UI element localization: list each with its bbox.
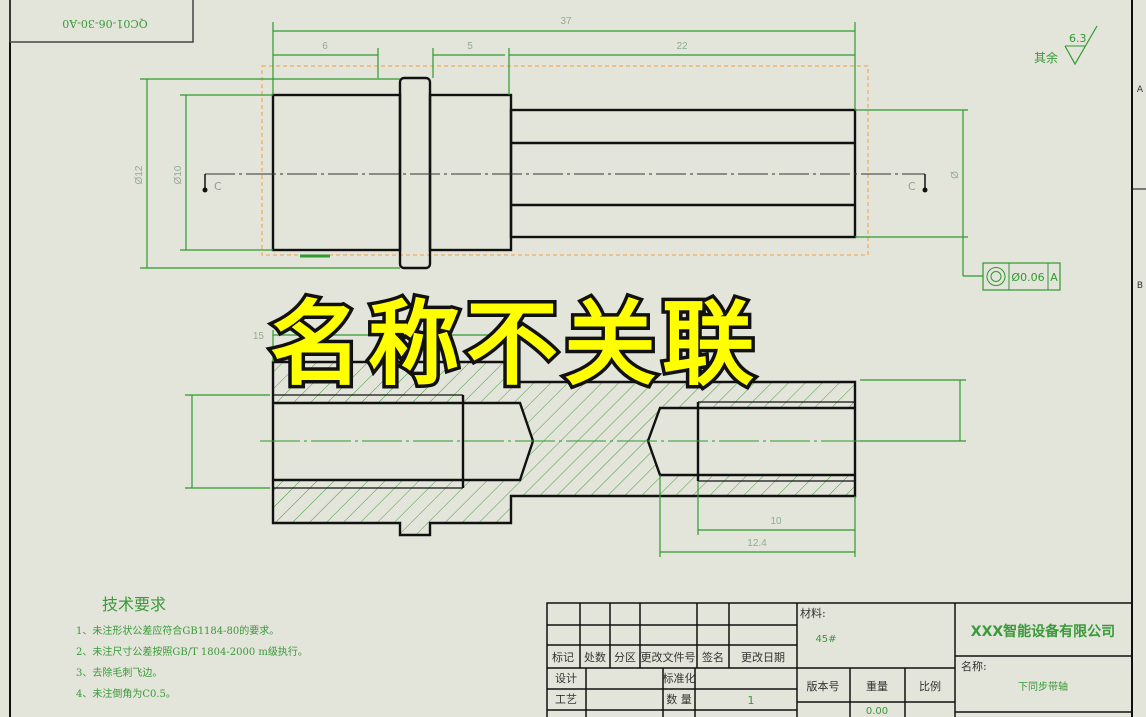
name-label: 名称: bbox=[961, 659, 987, 673]
quantity-label: 数 量 bbox=[666, 693, 692, 706]
svg-text:其余: 其余 bbox=[1034, 50, 1058, 65]
drawing-number: QC01-06-30-A0 bbox=[62, 17, 148, 30]
svg-text:更改日期: 更改日期 bbox=[741, 650, 785, 664]
revision-headers: 标记 处数 分区 更改文件号 签名 更改日期 bbox=[552, 650, 785, 664]
dim-hole-depth: 12.4 bbox=[747, 538, 767, 549]
svg-text:3、去除毛刺飞边。: 3、去除毛刺飞边。 bbox=[76, 666, 162, 679]
svg-text:2、未注尺寸公差按照GB/T 1804-2000 m级执行。: 2、未注尺寸公差按照GB/T 1804-2000 m级执行。 bbox=[76, 645, 308, 658]
concentricity-icon bbox=[986, 267, 1006, 286]
design-label: 设计 bbox=[555, 672, 577, 685]
dim-section-top: 15 bbox=[253, 331, 265, 342]
dim-thread-depth: 10 bbox=[770, 516, 782, 527]
svg-text:C: C bbox=[908, 180, 916, 193]
drawing-border bbox=[9, 0, 1146, 717]
overlay-caption: 名称不关联 bbox=[266, 288, 761, 402]
dim-shaft: 22 bbox=[676, 41, 688, 52]
dim-overall-length: 37 bbox=[560, 16, 572, 27]
standardization-label: 标准化 bbox=[663, 671, 696, 685]
dim-left-body: 6 bbox=[322, 41, 328, 52]
section-view[interactable] bbox=[260, 360, 870, 537]
process-label: 工艺 bbox=[555, 693, 577, 706]
front-view[interactable] bbox=[205, 76, 925, 270]
zone-label-b: B bbox=[1137, 281, 1143, 291]
section-marker-right: C bbox=[908, 174, 928, 193]
weight-value: 0.00 bbox=[866, 706, 888, 717]
zone-label-a: A bbox=[1137, 85, 1144, 95]
quantity-value: 1 bbox=[748, 694, 755, 707]
material-label: 材料: bbox=[800, 606, 826, 620]
section-marker-left: C bbox=[202, 174, 222, 193]
scale-label: 比例 bbox=[919, 679, 941, 693]
svg-text:6.3: 6.3 bbox=[1069, 32, 1087, 45]
svg-text:1、未注形状公差应符合GB1184-80的要求。: 1、未注形状公差应符合GB1184-80的要求。 bbox=[76, 624, 279, 637]
version-label: 版本号 bbox=[807, 679, 840, 693]
dim-dia-body: Ø10 bbox=[173, 165, 184, 184]
svg-text:签名: 签名 bbox=[702, 650, 724, 664]
dim-middle: 5 bbox=[467, 41, 473, 52]
weight-label: 重量 bbox=[866, 679, 888, 693]
svg-text:分区: 分区 bbox=[614, 651, 636, 664]
svg-text:技术要求: 技术要求 bbox=[102, 595, 166, 614]
svg-text:Ø0.06: Ø0.06 bbox=[1011, 271, 1044, 284]
tolerance-frame[interactable]: Ø0.06 A bbox=[982, 262, 1061, 291]
tech-requirements: 技术要求 1、未注形状公差应符合GB1184-80的要求。 2、未注尺寸公差按照… bbox=[76, 595, 308, 700]
company-name: XXX智能设备有限公司 bbox=[971, 623, 1115, 640]
title-block bbox=[546, 602, 1133, 717]
svg-text:标记: 标记 bbox=[552, 650, 574, 664]
svg-text:4、未注倒角为C0.5。: 4、未注倒角为C0.5。 bbox=[76, 687, 176, 700]
dim-dia-shaft: Ø bbox=[950, 171, 961, 179]
selection-box[interactable] bbox=[261, 65, 869, 256]
section-dimension-lines bbox=[185, 330, 966, 557]
svg-text:A: A bbox=[1050, 271, 1058, 284]
dim-dia-outer: Ø12 bbox=[134, 165, 145, 184]
svg-text:处数: 处数 bbox=[584, 651, 606, 664]
svg-text:C: C bbox=[214, 180, 222, 193]
surface-finish-symbol: 其余 6.3 bbox=[1034, 25, 1098, 66]
part-name: 下同步带轴 bbox=[1018, 680, 1068, 693]
material-value: 45# bbox=[815, 634, 836, 645]
dimension-lines bbox=[140, 22, 983, 277]
svg-text:更改文件号: 更改文件号 bbox=[641, 650, 696, 664]
